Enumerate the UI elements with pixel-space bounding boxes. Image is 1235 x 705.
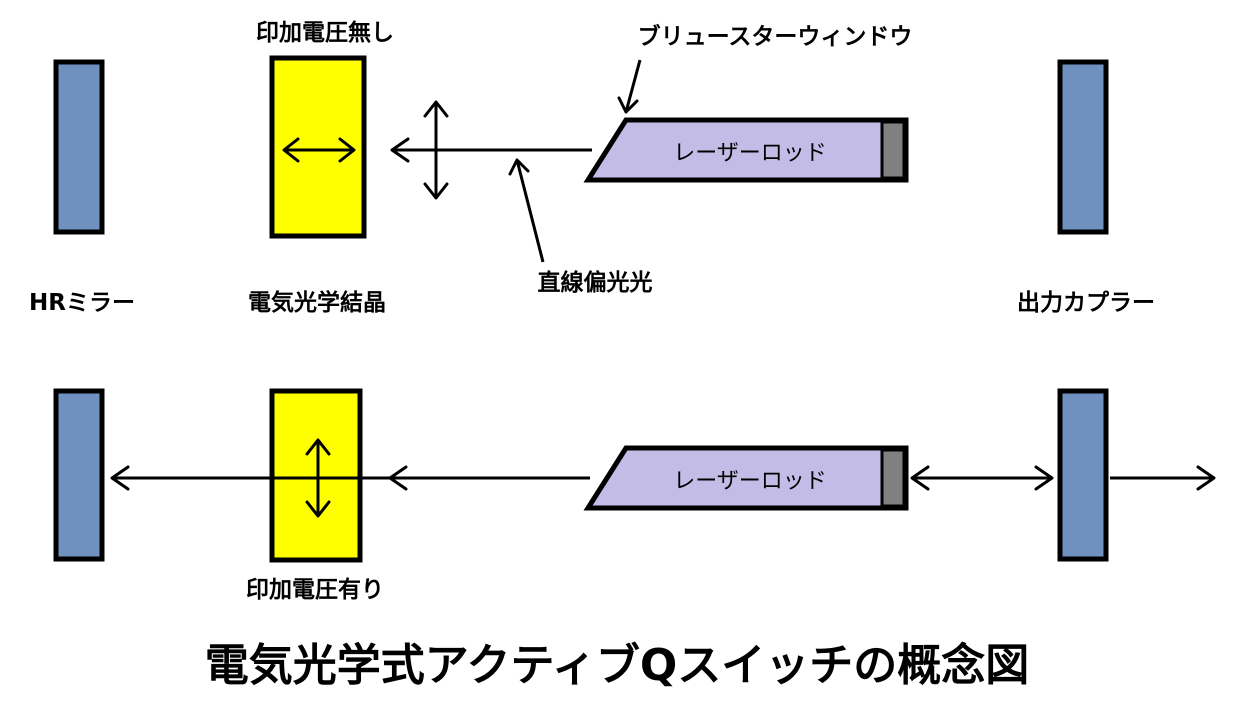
resonator-arrow xyxy=(910,465,1054,491)
beam-bottom xyxy=(110,465,590,491)
beam-top xyxy=(390,137,592,163)
linear-polarized-pointer xyxy=(508,158,545,263)
eo-crystal-label: 電気光学結晶 xyxy=(248,289,386,316)
output-coupler-label: 出力カプラー xyxy=(1017,290,1155,316)
output-coupler-bottom xyxy=(1057,388,1109,562)
vertical-polarization-arrow xyxy=(423,100,449,200)
hr-mirror-label: HRミラー xyxy=(29,290,135,316)
laser-rod-bottom xyxy=(583,445,909,511)
diagram-title: 電気光学式アクティブQスイッチの概念図 xyxy=(205,640,1030,691)
linear-polarized-label: 直線偏光光 xyxy=(538,269,653,296)
eo-crystal-bottom xyxy=(269,388,363,563)
laser-rod-top xyxy=(583,117,909,183)
crystal-polarization-arrow-top xyxy=(282,137,356,163)
no-voltage-label: 印加電圧無し xyxy=(256,20,394,46)
laser-rod-label-top: レーザーロッド xyxy=(673,141,827,166)
crystal-polarization-arrow-bottom xyxy=(305,438,331,518)
laser-rod-label-bottom: レーザーロッド xyxy=(673,469,827,494)
hr-mirror-bottom xyxy=(53,388,105,562)
hr-mirror-top xyxy=(53,59,105,235)
brewster-window-label: ブリュースターウィンドウ xyxy=(638,23,913,50)
output-coupler-top xyxy=(1057,59,1109,235)
laser-rod-cap-bottom xyxy=(880,448,906,508)
with-voltage-label: 印加電圧有り xyxy=(246,576,384,603)
brewster-window-pointer xyxy=(617,59,642,114)
output-beam xyxy=(1110,465,1216,491)
laser-rod-cap-top xyxy=(880,120,906,180)
